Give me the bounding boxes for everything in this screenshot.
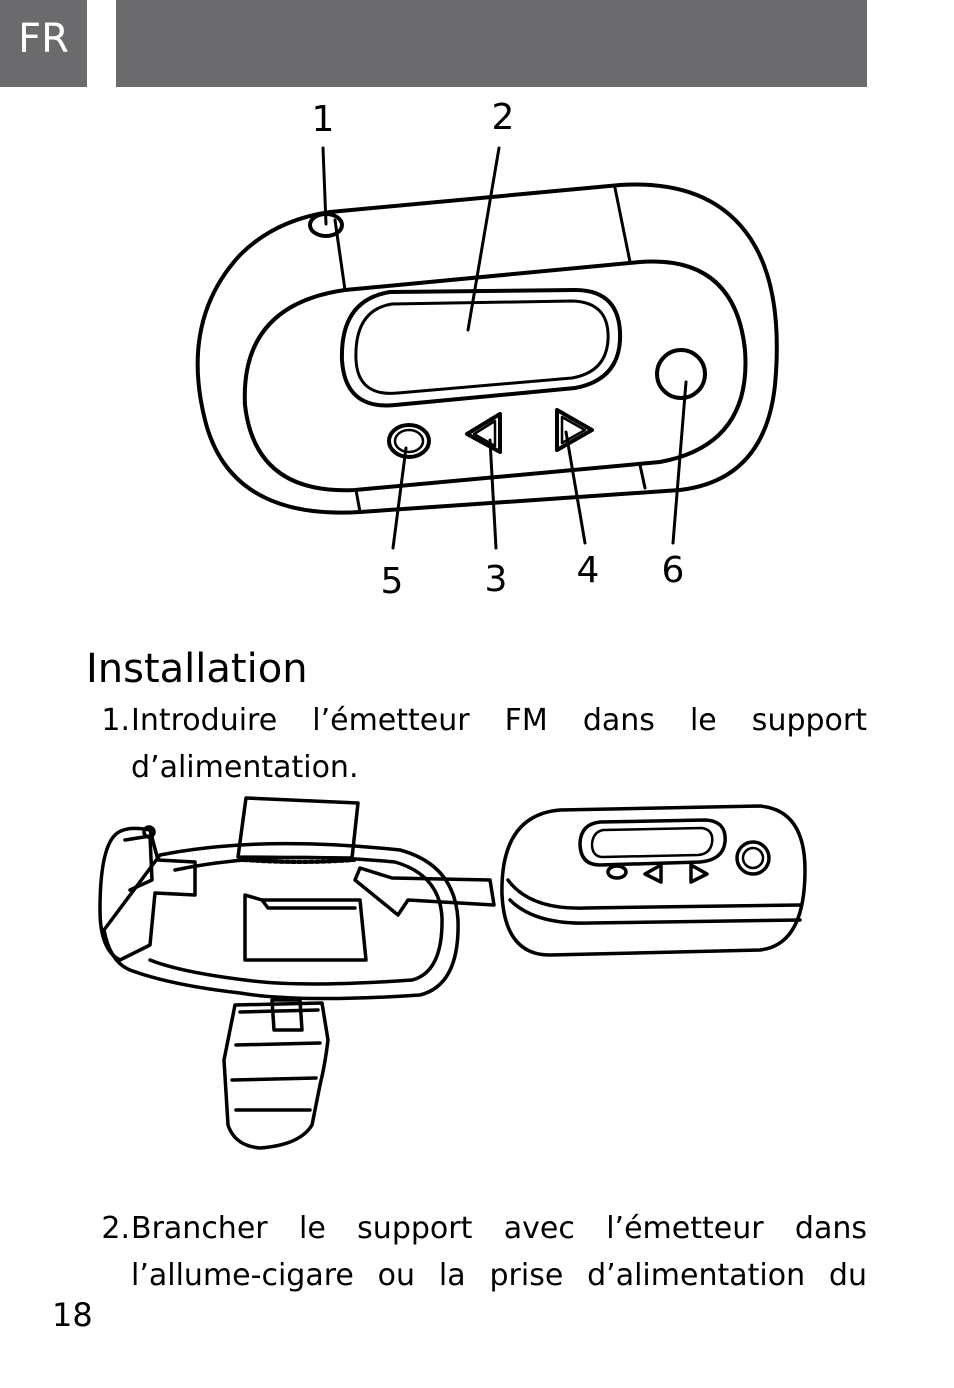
power-button [655,348,707,400]
callout-3: 3 [484,559,508,600]
page-number: 18 [52,1296,93,1334]
callout-1: 1 [311,99,335,140]
callout-5: 5 [380,561,404,602]
callout-4: 4 [576,550,600,591]
display-screen-outer [339,288,623,408]
device-front-face [242,259,748,493]
step-number: 2. [101,1211,130,1246]
next-button [555,408,594,452]
header-bar [116,0,867,87]
language-tab: FR [0,0,87,87]
callout-6: 6 [661,550,685,591]
mode-button [387,423,431,459]
language-label: FR [18,16,69,62]
cradle-left-clamp [98,826,197,962]
device-diagram [195,146,779,550]
insertion-arrow [353,866,496,917]
cradle-base [102,841,460,1001]
step-number: 1. [101,703,130,738]
transmitter-display [578,818,727,867]
transmitter-power-button [735,840,771,876]
previous-button [465,412,502,454]
cradle-center-block [243,893,368,962]
step-text: Brancher le support avec l’émetteur dans… [131,1211,867,1293]
device-outer-body [195,182,779,515]
step-1: 1. Introduire l’émetteur FM dans le supp… [90,697,867,791]
section-title: Installation [86,646,308,692]
callout-2: 2 [491,97,515,138]
step-text: Introduire l’émetteur FM dans le support… [131,703,867,785]
transmitter-body [500,804,807,957]
cigarette-plug [222,1001,330,1150]
cradle-top-clip [236,796,360,860]
display-screen-inner [354,299,610,395]
step-2: 2. Brancher le support avec l’émetteur d… [90,1205,867,1299]
